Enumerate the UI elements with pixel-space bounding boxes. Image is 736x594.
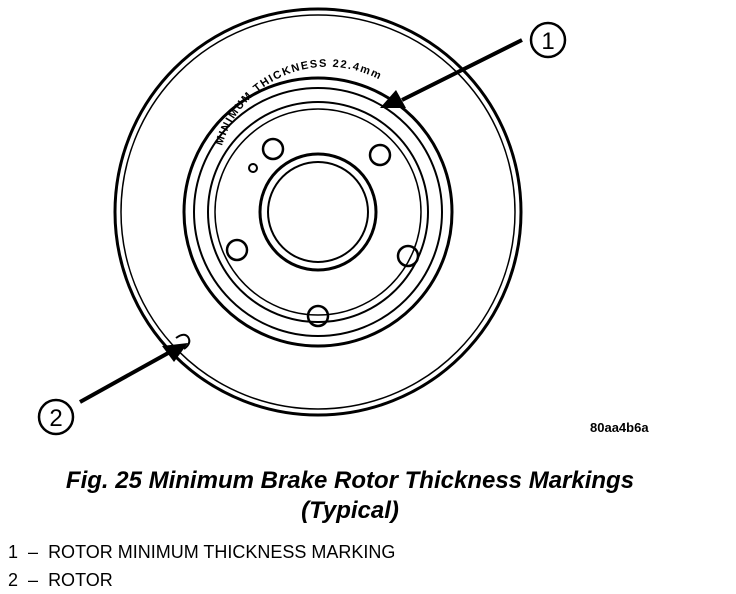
callout-2-circle xyxy=(37,398,75,436)
rotor-surface-squiggle xyxy=(175,333,191,350)
rotor-thickness-marking: MINIMUM THICKNESS 22.4mm xyxy=(213,58,384,147)
callout-1: 1 xyxy=(529,21,567,59)
rotor-center-bore-inner xyxy=(267,161,369,263)
legend-text: ROTOR MINIMUM THICKNESS MARKING xyxy=(48,542,396,562)
rotor-hat-ring-3 xyxy=(207,101,429,323)
lug-hole xyxy=(368,143,392,167)
legend-text: ROTOR xyxy=(48,570,113,590)
rotor-diagram: MINIMUM THICKNESS 22.4mm 1 2 80aa4b6a xyxy=(37,7,649,436)
callout-1-leader xyxy=(401,38,523,102)
legend-number: 2 xyxy=(8,570,19,590)
lug-hole xyxy=(225,238,249,262)
legend-item: 1 – ROTOR MINIMUM THICKNESS MARKING xyxy=(8,538,395,566)
legend: 1 – ROTOR MINIMUM THICKNESS MARKING 2 – … xyxy=(8,538,395,594)
rotor-outer-edge xyxy=(113,7,523,417)
rotor-center-bore-outer xyxy=(258,152,378,272)
figure-caption-line-2: (Typical) xyxy=(301,497,399,524)
callout-2-arrowhead xyxy=(162,343,188,362)
lug-hole xyxy=(261,137,285,161)
figure-caption-line-1: Fig. 25 Minimum Brake Rotor Thickness Ma… xyxy=(65,467,635,494)
rotor-outer-edge-inner-line xyxy=(120,14,516,410)
rotor-hat-ring-outer xyxy=(182,76,454,348)
figure-caption: Fig. 25 Minimum Brake Rotor Thickness Ma… xyxy=(0,466,700,526)
lug-hole xyxy=(396,244,420,268)
legend-separator: – xyxy=(28,570,39,590)
rotor-hat-ring-4 xyxy=(214,108,422,316)
callout-2-leader xyxy=(79,350,171,404)
callout-1-number: 1 xyxy=(541,28,554,55)
figure-code: 80aa4b6a xyxy=(590,420,649,435)
callout-2-number: 2 xyxy=(49,405,62,432)
callout-2: 2 xyxy=(37,398,75,436)
locator-hole xyxy=(248,163,258,173)
callout-1-circle xyxy=(529,21,567,59)
lug-hole xyxy=(306,304,330,328)
callout-1-arrowhead xyxy=(380,90,406,108)
legend-separator: – xyxy=(28,542,39,562)
rotor-thickness-marking-path: MINIMUM THICKNESS 22.4mm xyxy=(213,58,382,147)
legend-number: 1 xyxy=(8,542,19,562)
legend-item: 2 – ROTOR xyxy=(8,566,395,594)
rotor-hat-ring-2 xyxy=(193,87,443,337)
